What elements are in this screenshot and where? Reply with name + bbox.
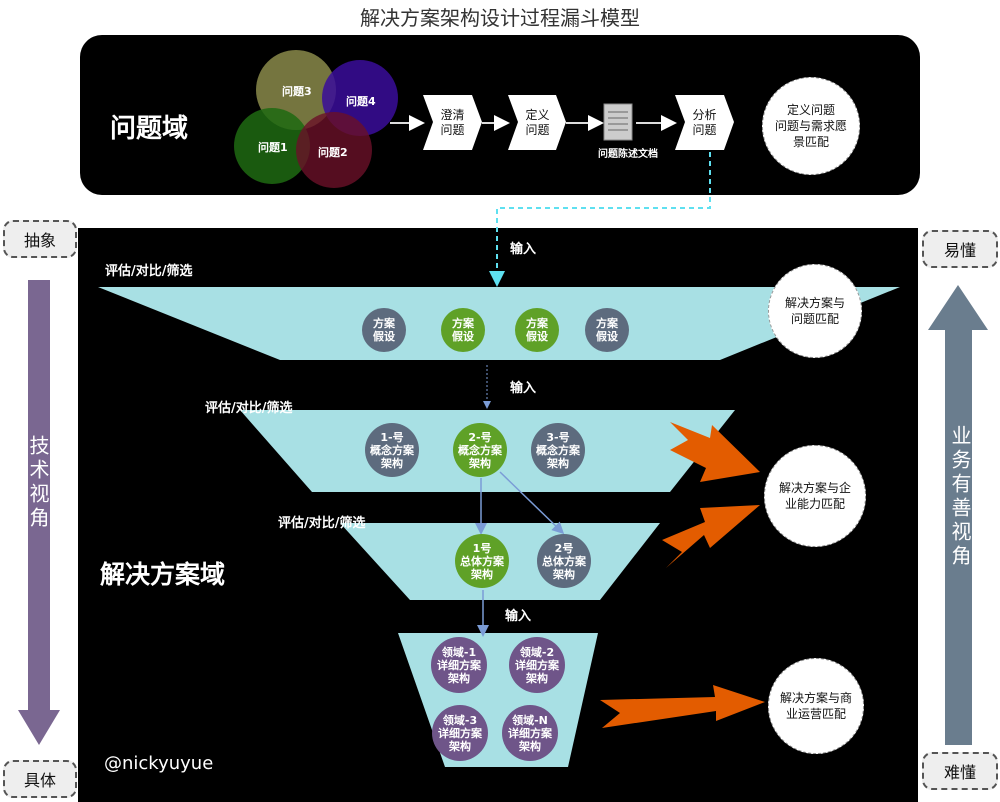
hard-tag: 难懂 xyxy=(922,752,998,790)
abstract-tag: 抽象 xyxy=(3,220,77,258)
chevron-clarify xyxy=(423,95,482,150)
input-label-3: 输入 xyxy=(505,609,532,624)
venn-label-problem4: 问题4 xyxy=(346,95,376,108)
concept-architecture-node-selected: 2-号 概念方案 架构 xyxy=(453,423,507,477)
diagram-title: 解决方案架构设计过程漏斗模型 xyxy=(360,6,640,30)
input-label-1: 输入 xyxy=(510,242,537,257)
chevron-define xyxy=(508,95,566,150)
orange-arrow-3 xyxy=(600,685,765,728)
tech-perspective-label: 技术视角 xyxy=(26,435,50,531)
concept-architecture-node: 3-号 概念方案 架构 xyxy=(531,423,585,477)
match-capability: 解决方案与企 业能力匹配 xyxy=(764,445,866,547)
match-problem: 解决方案与 问题匹配 xyxy=(768,264,862,358)
hypothesis-node-selected: 方案 假设 xyxy=(441,308,485,352)
left-axis-arrow xyxy=(18,280,60,745)
overall-architecture-node-selected: 1号 总体方案 架构 xyxy=(455,534,509,588)
easy-tag: 易懂 xyxy=(922,230,998,268)
document-icon xyxy=(603,103,633,141)
venn-problem2 xyxy=(296,112,372,188)
input-flow-line xyxy=(489,152,711,287)
chevron-analyze xyxy=(675,95,734,150)
input-label-2: 输入 xyxy=(510,381,537,396)
venn-label-problem2: 问题2 xyxy=(318,146,348,159)
detail-architecture-node: 领域-N 详细方案 架构 xyxy=(502,705,558,761)
document-label: 问题陈述文档 xyxy=(598,149,658,160)
orange-arrow-2 xyxy=(662,505,760,568)
venn-problem1 xyxy=(234,108,310,184)
detail-architecture-node: 领域-1 详细方案 架构 xyxy=(431,637,487,693)
orange-arrow-1 xyxy=(670,422,760,482)
solution-domain-label: 解决方案域 xyxy=(100,560,226,589)
evaluate-label-3: 评估/对比/筛选 xyxy=(278,516,366,531)
problem-domain-label: 问题域 xyxy=(110,114,189,144)
venn-label-problem3: 问题3 xyxy=(282,85,312,98)
author-label: @nickyuyue xyxy=(104,753,214,774)
evaluate-label-2: 评估/对比/筛选 xyxy=(205,401,293,416)
hypothesis-node: 方案 假设 xyxy=(585,308,629,352)
detail-architecture-node: 领域-3 详细方案 架构 xyxy=(432,705,488,761)
hypothesis-node-selected: 方案 假设 xyxy=(515,308,559,352)
overall-architecture-node: 2号 总体方案 架构 xyxy=(537,534,591,588)
match-operations: 解决方案与商 业运营匹配 xyxy=(768,658,864,754)
funnel-level1 xyxy=(98,287,900,360)
business-perspective-label: 业务有善视角 xyxy=(948,425,972,569)
venn-label-problem1: 问题1 xyxy=(258,141,288,154)
right-axis-arrow xyxy=(928,285,988,745)
goal-define-problem: 定义问题 问题与需求愿 景匹配 xyxy=(762,77,860,175)
step-define: 定义 问题 xyxy=(525,107,550,137)
step-analyze: 分析 问题 xyxy=(692,107,717,137)
hypothesis-node: 方案 假设 xyxy=(362,308,406,352)
concrete-tag: 具体 xyxy=(3,760,77,798)
detail-architecture-node: 领域-2 详细方案 架构 xyxy=(509,637,565,693)
evaluate-label-1: 评估/对比/筛选 xyxy=(105,264,193,279)
step-clarify: 澄清 问题 xyxy=(440,107,465,137)
concept-architecture-node: 1-号 概念方案 架构 xyxy=(365,423,419,477)
